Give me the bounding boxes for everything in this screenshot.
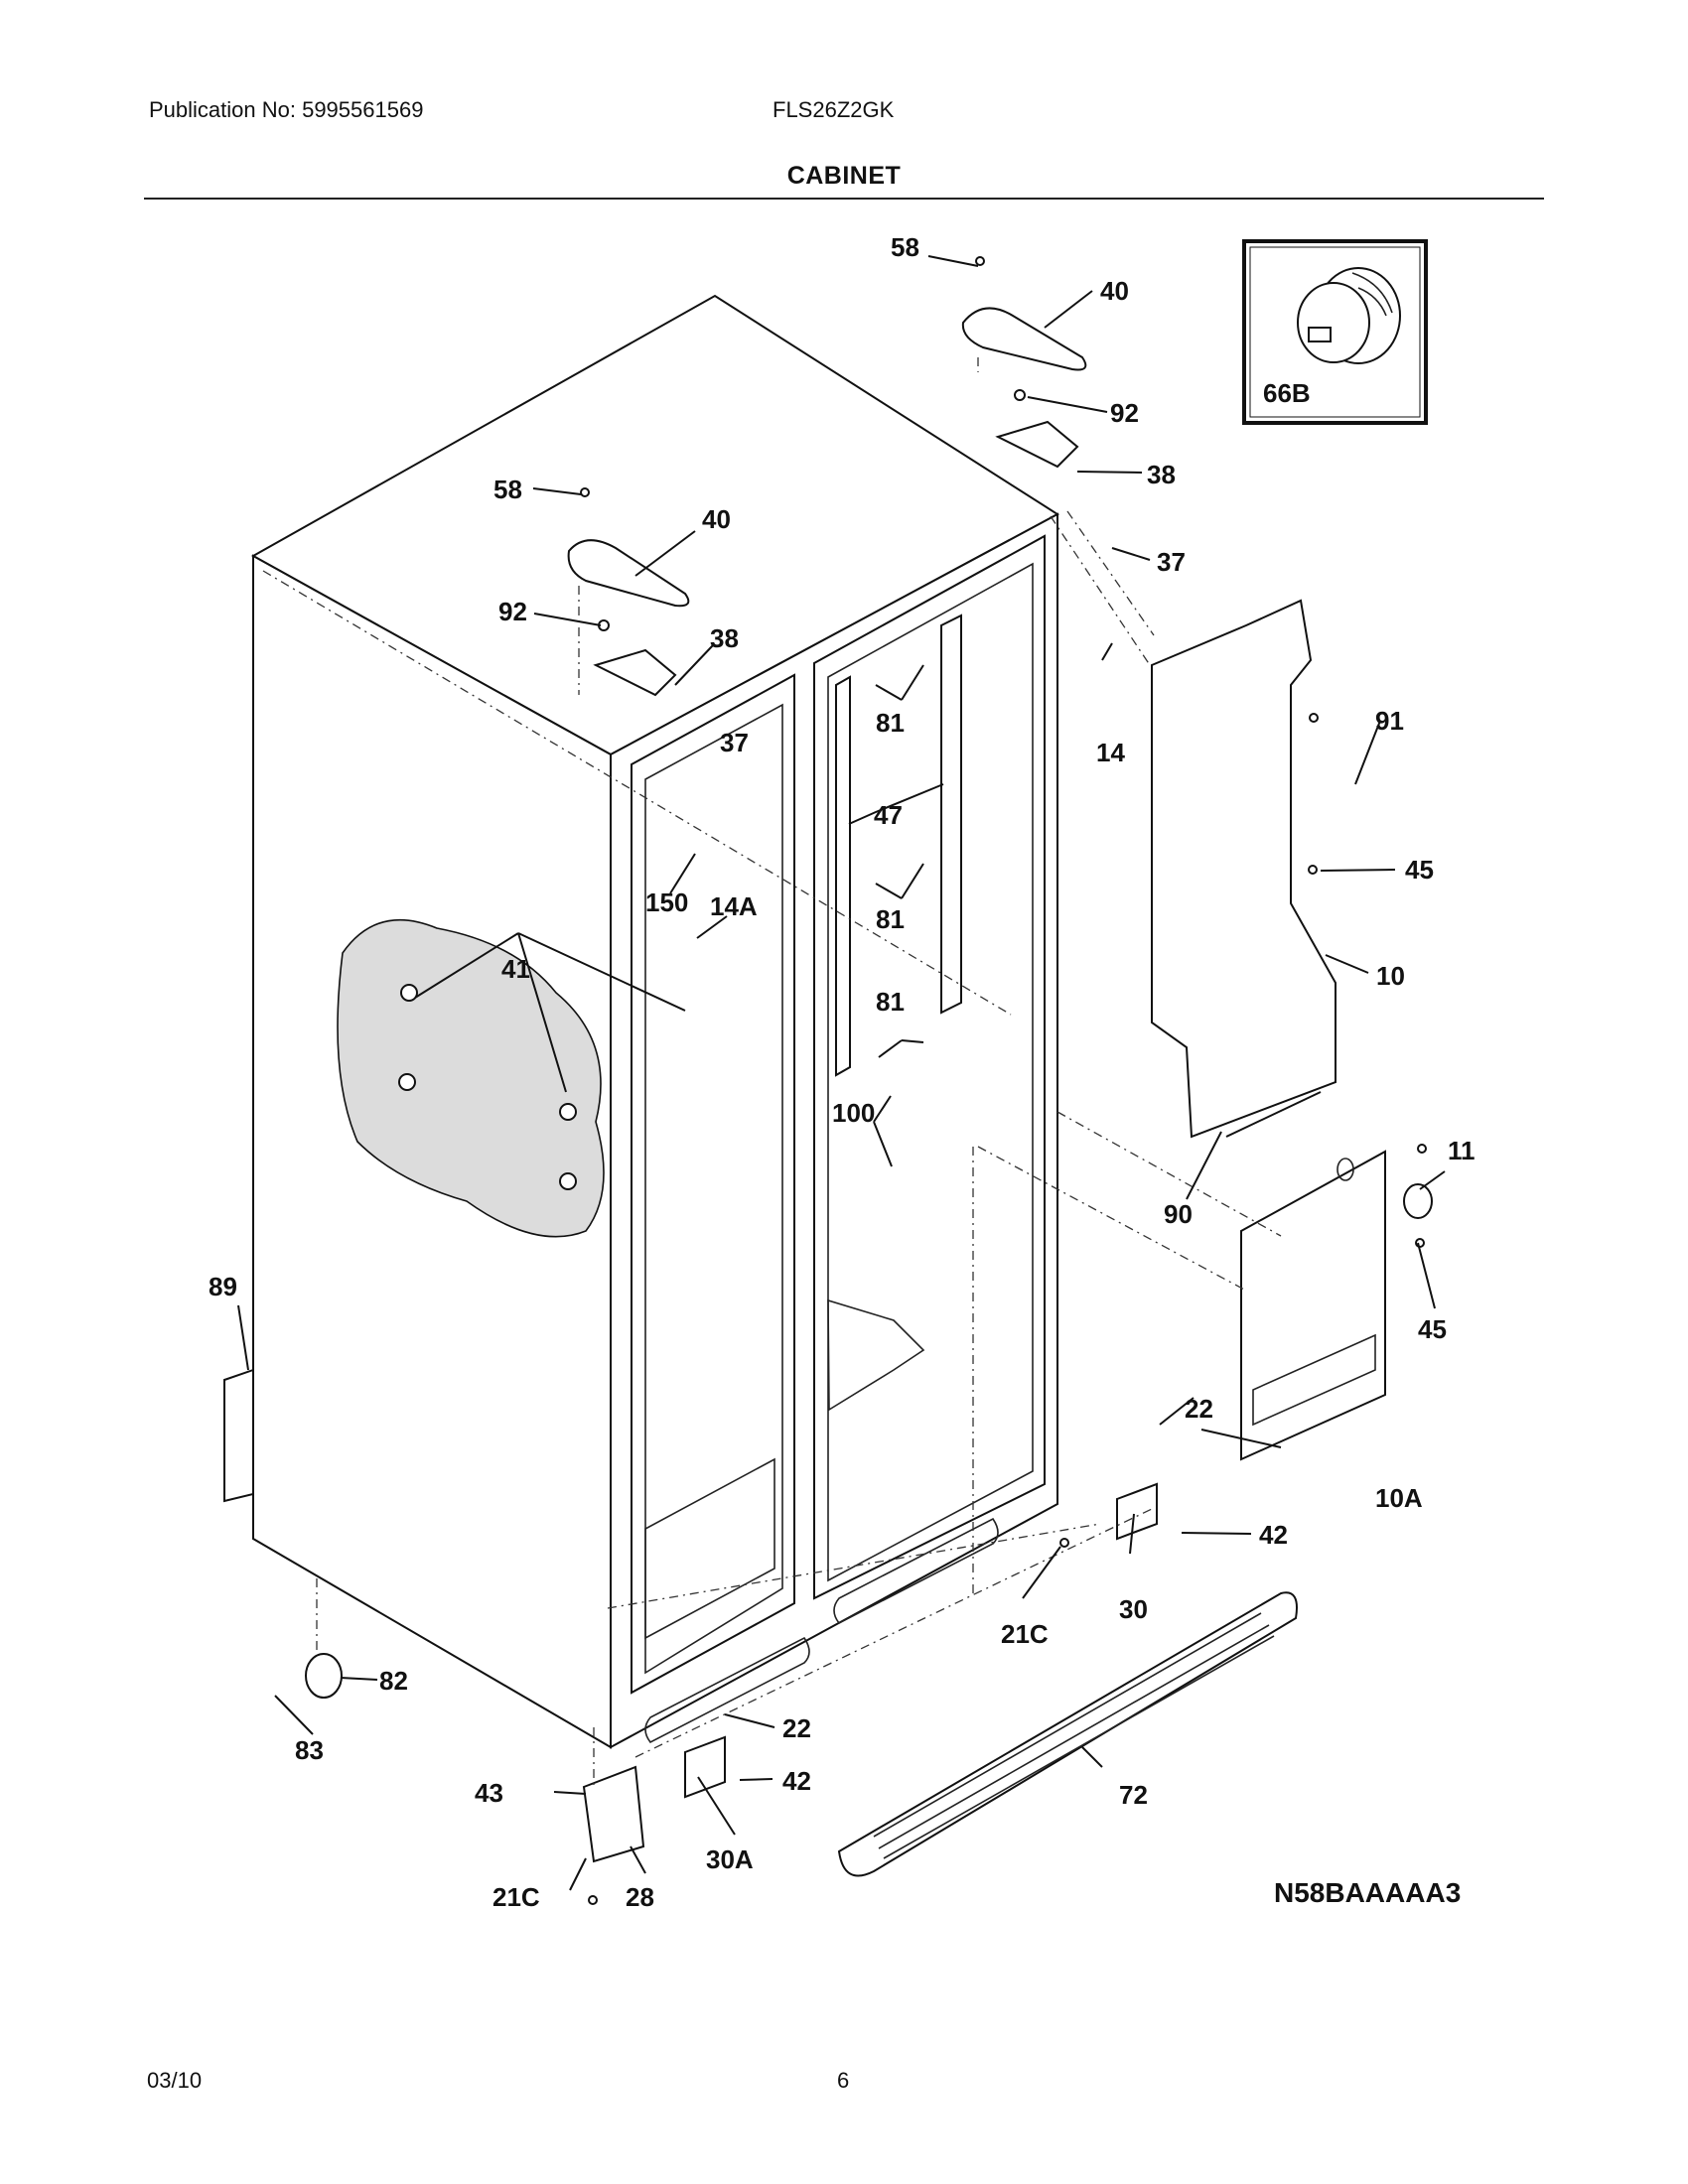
callout-38a: 38	[1147, 460, 1176, 489]
callout-47: 47	[874, 800, 903, 830]
callout-43: 43	[475, 1778, 503, 1808]
callout-22a: 22	[1185, 1394, 1213, 1424]
callout-40b: 40	[702, 504, 731, 534]
bottom-hinge-right	[1116, 1482, 1158, 1541]
callout-40a: 40	[1100, 276, 1129, 306]
callout-58a: 58	[891, 232, 919, 262]
header-rule	[144, 198, 1544, 200]
callout-42b: 42	[782, 1766, 811, 1796]
publication-number: Publication No: 5995561569	[149, 97, 424, 122]
assembly-lines	[262, 357, 1282, 1787]
callout-83: 83	[295, 1735, 324, 1765]
inset-66b	[1242, 239, 1428, 425]
shelf-rail-right	[940, 614, 962, 1015]
callout-90: 90	[1164, 1199, 1193, 1229]
callout-22b: 22	[782, 1713, 811, 1743]
callout-89: 89	[209, 1272, 237, 1301]
callout-28: 28	[626, 1882, 654, 1912]
callout-81c: 81	[876, 987, 905, 1017]
callout-41: 41	[501, 954, 530, 984]
side-bracket	[223, 1368, 254, 1503]
callout-72: 72	[1119, 1780, 1148, 1810]
bottom-hinge-left	[684, 1735, 726, 1799]
callout-81b: 81	[876, 904, 905, 934]
callout-150: 150	[645, 887, 688, 917]
callout-10a: 10A	[1375, 1483, 1423, 1513]
callout-42a: 42	[1259, 1520, 1288, 1550]
callout-11: 11	[1448, 1136, 1476, 1165]
hinge-cover-left	[567, 539, 690, 608]
page-number: 6	[837, 2068, 850, 2093]
plug-button	[1403, 1183, 1433, 1219]
model-number: FLS26Z2GK	[773, 97, 895, 122]
callout-91: 91	[1375, 706, 1404, 736]
callout-82: 82	[379, 1666, 408, 1696]
diagram-code: N58BAAAAA3	[1274, 1877, 1461, 1908]
section-title: CABINET	[786, 162, 902, 190]
callout-45a: 45	[1405, 855, 1434, 885]
top-hinge-right	[995, 420, 1079, 469]
publication-date: 03/10	[147, 2068, 203, 2093]
callout-81a: 81	[876, 708, 905, 738]
callout-37b: 37	[720, 728, 749, 757]
gear-plug-icon	[1297, 267, 1401, 364]
callout-92b: 92	[498, 597, 527, 626]
leveling-bracket	[582, 1765, 645, 1863]
callout-58b: 58	[493, 475, 522, 504]
callout-92a: 92	[1110, 398, 1139, 428]
rear-panel	[1151, 599, 1336, 1139]
callout-30: 30	[1119, 1594, 1148, 1624]
top-hinge-left	[593, 648, 677, 697]
roller-wheel	[305, 1653, 343, 1699]
callout-14a: 14A	[710, 891, 758, 921]
toe-grille	[837, 1591, 1298, 1877]
callout-21ca: 21C	[1001, 1619, 1049, 1649]
foam-strip	[1225, 1091, 1322, 1138]
callout-66b: 66B	[1263, 378, 1311, 408]
shelf-rail-left	[835, 675, 851, 1077]
callout-21cb: 21C	[492, 1882, 540, 1912]
callout-38b: 38	[710, 623, 739, 653]
callout-10: 10	[1376, 961, 1405, 991]
hinge-cover-right	[961, 307, 1087, 371]
callout-14: 14	[1096, 738, 1125, 767]
leader-lines	[237, 255, 1446, 1891]
callout-37a: 37	[1157, 547, 1186, 577]
callout-100: 100	[832, 1098, 875, 1128]
callout-45b: 45	[1418, 1314, 1447, 1344]
callout-30a: 30A	[706, 1844, 754, 1874]
rear-cover	[1240, 1150, 1386, 1461]
